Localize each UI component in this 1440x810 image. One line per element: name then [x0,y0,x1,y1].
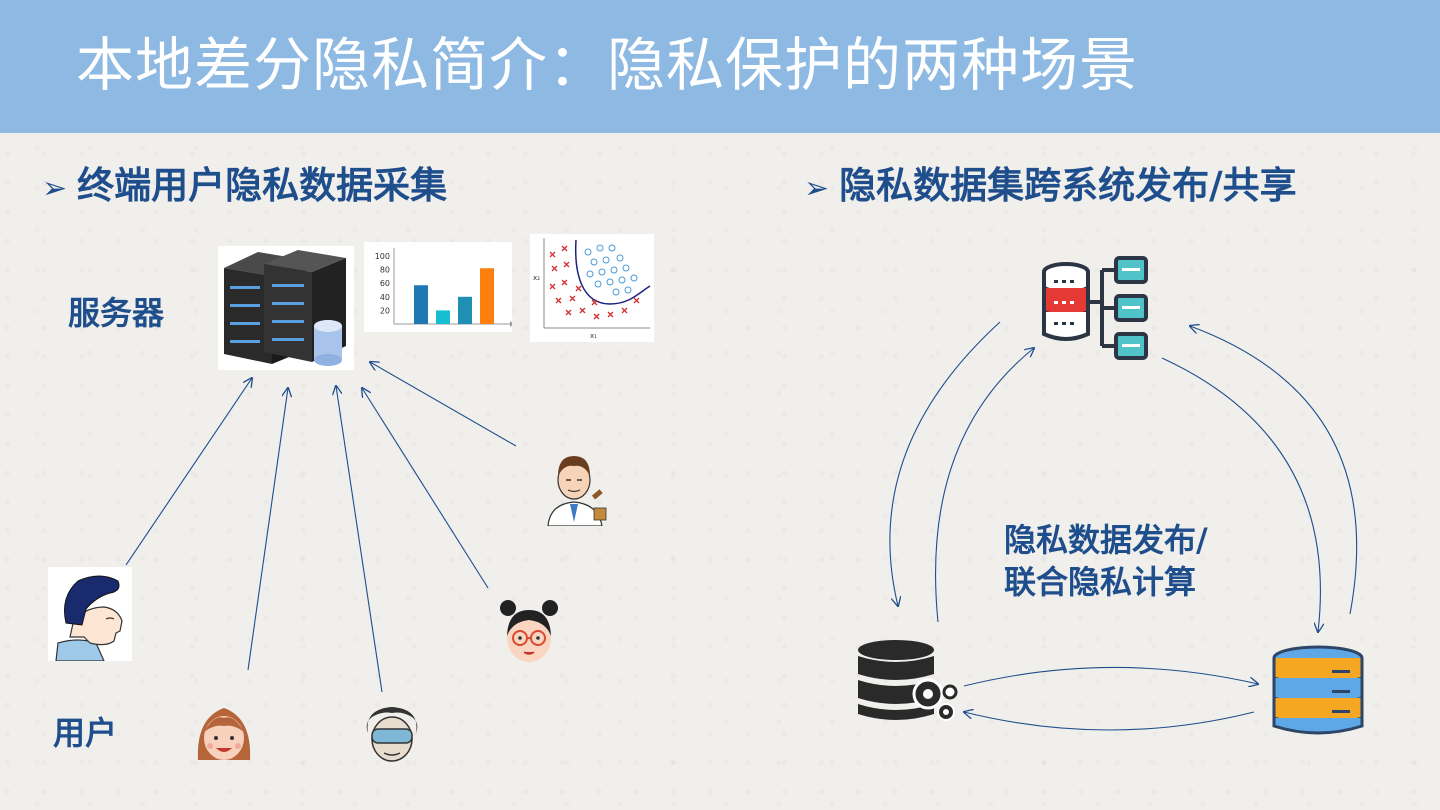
server-rack-icon [218,246,354,370]
server-label: 服务器 [68,294,165,332]
arrow-bullet-icon: ➢ [42,171,68,206]
right-section-heading: ➢ 隐私数据集跨系统发布/共享 [804,167,1297,204]
x-axis-arrow [510,321,512,327]
arrow-hub-to-blue [1161,357,1320,632]
arrow-user3-server [336,386,383,693]
arrow-blue-to-hub [1190,326,1358,615]
y-tick-label: 20 [380,306,390,315]
user-girl-icon [197,708,251,760]
scatter-ylabel: x₂ [533,274,540,282]
user-judge-icon [547,456,607,526]
page-title: 本地差分隐私简介：隐私保护的两种场景 [76,31,1139,99]
arrow-hub-to-gear [889,321,1001,606]
arrow-user2-server [247,388,288,671]
left-heading-text: 终端用户隐私数据采集 [77,164,448,207]
scatter-xlabel: x₁ [590,332,597,340]
y-tick-label: 60 [380,279,390,288]
y-tick-label: 80 [380,266,390,275]
right-heading-text: 隐私数据集跨系统发布/共享 [839,164,1297,207]
publish-label-line1: 隐私数据发布/ [1004,521,1208,559]
y-tick-label: 40 [380,293,390,302]
arrow-user5-server [370,362,517,447]
arrow-gear-to-blue [963,666,1258,686]
bar-2 [436,310,450,324]
y-tick-label: 100 [375,252,390,261]
user-woman-glasses-icon [500,600,558,662]
bar-4 [480,268,494,324]
database-blue-icon [1272,645,1364,735]
bar-3 [458,296,472,324]
bar-chart: 20 40 60 80 100 [364,242,512,332]
arrow-bullet-icon: ➢ [804,171,830,206]
publish-label-line2: 联合隐私计算 [1004,563,1197,601]
bar-1 [414,285,428,324]
left-section-heading: ➢ 终端用户隐私数据采集 [42,167,447,204]
title-bar: 本地差分隐私简介：隐私保护的两种场景 [0,0,1440,133]
user-man-icon [48,567,132,661]
arrow-gear-to-hub [935,348,1034,623]
arrow-blue-to-gear [964,712,1255,731]
arrow-user4-server [362,388,489,589]
users-label: 用户 [53,714,118,752]
database-gear-icon [858,640,958,721]
user-elder-icon [366,707,418,762]
arrow-user1-server [125,378,252,566]
scatter-classifier-plot: x₂ x₁ [530,234,654,342]
database-hub-icon [1042,256,1148,360]
